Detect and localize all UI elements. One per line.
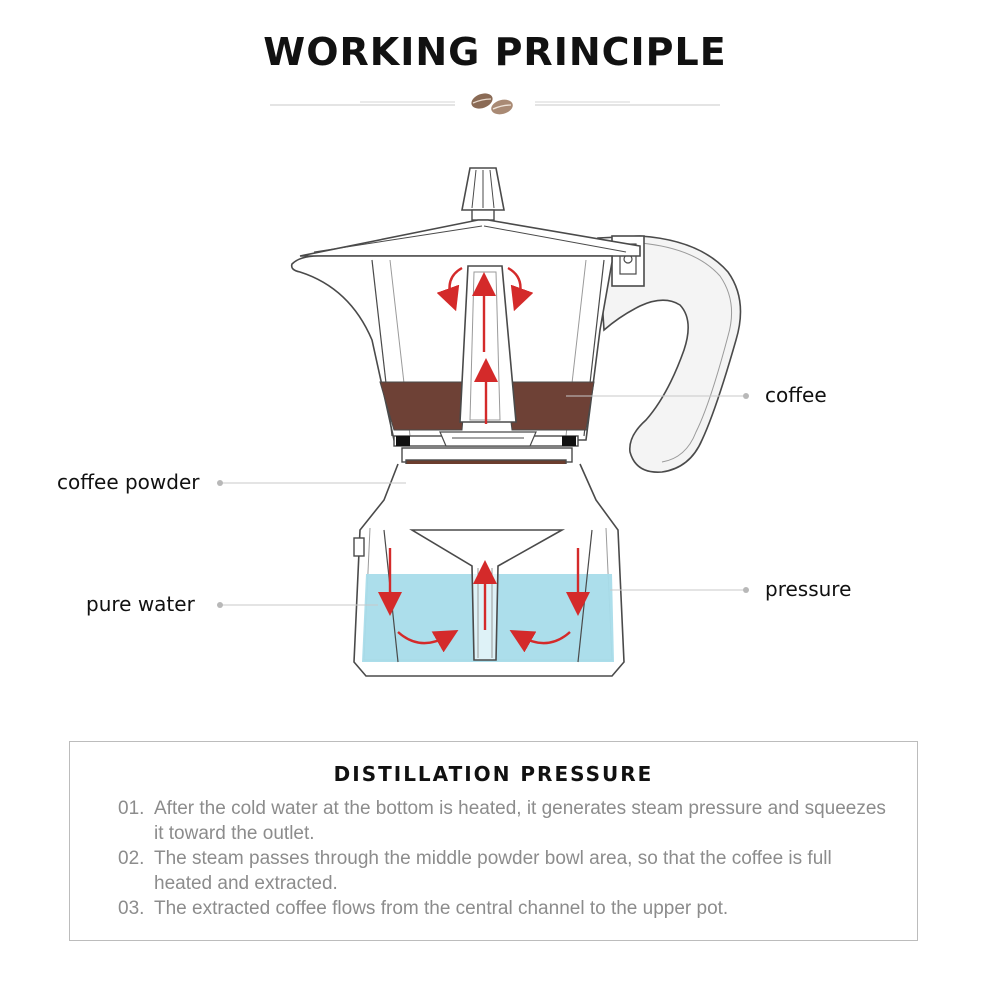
leader-lines <box>217 393 749 608</box>
label-coffee: coffee <box>765 383 827 407</box>
step-number: 01. <box>118 798 145 819</box>
lid-knob <box>461 167 505 221</box>
coffee-beans-icon <box>471 93 513 115</box>
title-divider <box>270 93 720 115</box>
arrow-curl-right <box>507 266 534 312</box>
steps-list: 01. After the cold water at the bottom i… <box>118 796 888 921</box>
step-text: After the cold water at the bottom is he… <box>154 798 886 844</box>
label-pure-water: pure water <box>86 592 195 616</box>
distillation-panel: DISTILLATION PRESSURE 01. After the cold… <box>69 741 918 941</box>
page-title: WORKING PRINCIPLE <box>263 30 727 74</box>
label-coffee-powder: coffee powder <box>57 470 200 494</box>
handle <box>597 235 742 473</box>
brewed-coffee <box>379 381 467 431</box>
step-item: 03. The extracted coffee flows from the … <box>118 896 888 921</box>
step-number: 03. <box>118 898 145 919</box>
step-number: 02. <box>118 848 145 869</box>
arrow-curl-bottom-right <box>509 630 571 653</box>
lid <box>299 219 641 257</box>
arrow-curl-bottom-left <box>397 630 459 653</box>
step-item: 02. The steam passes through the middle … <box>118 846 888 896</box>
panel-title: DISTILLATION PRESSURE <box>333 762 654 786</box>
step-text: The steam passes through the middle powd… <box>154 848 832 894</box>
funnel-tube <box>409 529 566 661</box>
step-item: 01. After the cold water at the bottom i… <box>118 796 888 846</box>
arrow-curl-left <box>436 266 463 312</box>
filter-plate <box>393 431 579 447</box>
moka-pot-diagram <box>217 167 749 677</box>
flow-arrows <box>378 266 590 653</box>
label-pressure: pressure <box>765 577 852 601</box>
central-column <box>459 265 517 423</box>
step-text: The extracted coffee flows from the cent… <box>154 898 729 919</box>
